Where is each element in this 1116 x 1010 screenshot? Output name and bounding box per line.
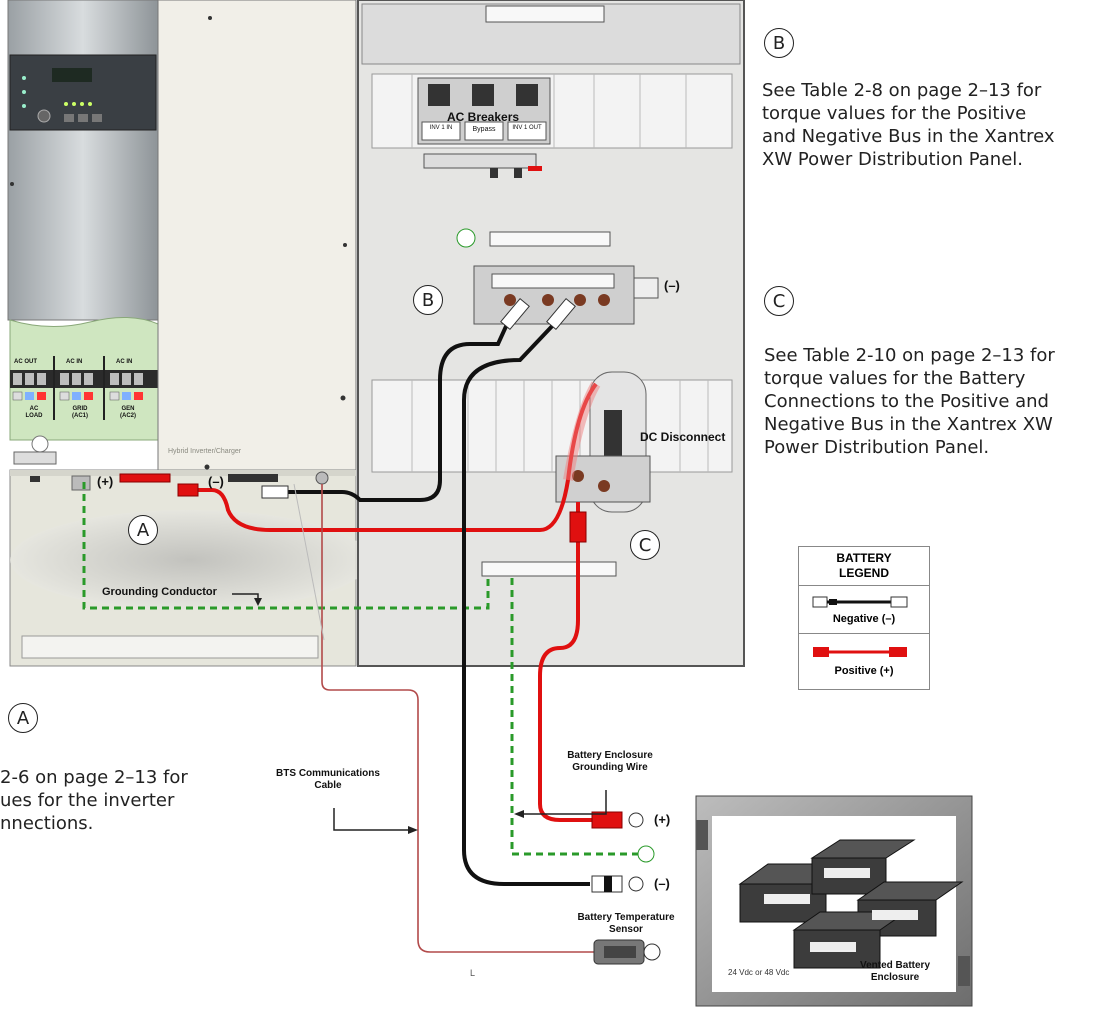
battery-positive-lug: [591, 811, 623, 829]
battery-negative-label: (–): [654, 876, 670, 891]
battery-positive-label: (+): [654, 812, 671, 827]
note-c-line: See Table 2-10 on page 2–13 for: [764, 345, 1055, 366]
note-b-line: See Table 2-8 on page 2–13 for: [762, 80, 1042, 101]
ground-bus-bar: [481, 561, 617, 577]
vented-enclosure-label-2: Enclosure: [870, 972, 920, 983]
legend-positive-swatch: [813, 647, 907, 657]
enclosure-grounding-wire: [510, 578, 640, 856]
vented-battery-enclosure: [695, 795, 973, 1007]
grounding-conductor-wire: [82, 482, 490, 610]
note-c-line: torque values for the Battery: [764, 368, 1026, 389]
bts-cable-label-1: BTS Communications: [276, 768, 380, 779]
gen-label-1: GEN: [121, 406, 135, 412]
legend-positive-label: Positive (+): [834, 665, 894, 677]
ac-breakers-label: AC Breakers: [447, 110, 520, 124]
note-b-line: XW Power Distribution Panel.: [762, 149, 1024, 170]
inverter-positive-label: (+): [97, 474, 114, 489]
inverter-positive-terminal: [119, 473, 171, 483]
inverter-negative-label: (–): [208, 474, 224, 489]
note-b: See Table 2-8 on page 2–13 for torque va…: [762, 79, 1055, 171]
hybrid-inverter-label: Hybrid Inverter/Charger: [168, 448, 242, 455]
battery-stack-icon: [738, 839, 964, 969]
hybrid-inverter: [7, 0, 159, 465]
voltage-label: 24 Vdc or 48 Vdc: [728, 968, 790, 977]
ac-in-gen-label: AC IN: [116, 359, 133, 365]
legend-negative-label: Negative (–): [832, 613, 896, 625]
grid-label-2: (AC1): [72, 413, 88, 419]
vented-enclosure-label-1: Vented Battery: [859, 960, 931, 971]
ac-out-label: AC OUT: [14, 359, 37, 365]
wires: [82, 320, 640, 953]
battery-legend: BATTERY LEGEND Negative (–) Positive (+): [798, 546, 930, 690]
dc-disconnect-label: DC Disconnect: [640, 430, 726, 444]
lugs: [177, 297, 661, 965]
breaker-inv1-out-label: INV 1 OUT: [512, 125, 542, 131]
legend-negative-swatch: [812, 596, 908, 608]
breaker-inv1-in-label: INV 1 IN: [429, 125, 453, 131]
cable-end-marker: L: [470, 968, 476, 978]
inverter-enclosure: [9, 0, 370, 667]
ac-load-label-1: AC: [29, 406, 39, 412]
note-c-line: Negative Bus in the Xantrex XW: [764, 414, 1053, 435]
note-b-line: torque values for the Positive: [762, 103, 1027, 124]
note-a-line: ues for the inverter: [0, 790, 175, 811]
grounding-conductor-label: Grounding Conductor: [102, 586, 217, 598]
callout-a-note: A: [8, 703, 38, 733]
temp-sensor-label-1: Battery Temperature: [577, 912, 675, 923]
bts-communications-cable: [321, 484, 594, 953]
negative-battery-cable: [462, 320, 590, 886]
enclosure-ground-label-1: Battery Enclosure: [567, 750, 653, 761]
gen-label-2: (AC2): [120, 413, 136, 419]
positive-battery-cable: [538, 502, 592, 822]
bus-negative-label: (–): [664, 278, 680, 293]
enclosure-ground-label-2: Grounding Wire: [572, 762, 648, 773]
negative-inverter-cable: [288, 321, 510, 502]
grid-label-1: GRID: [72, 406, 88, 412]
note-a: 2-6 on page 2–13 for ues for the inverte…: [0, 766, 188, 835]
note-c-line: Connections to the Positive and: [764, 391, 1049, 412]
note-c-line: Power Distribution Panel.: [764, 437, 990, 458]
callout-c-note: C: [764, 286, 794, 316]
note-b-line: and Negative Bus in the Xantrex: [762, 126, 1055, 147]
note-a-line: 2-6 on page 2–13 for: [0, 767, 188, 788]
top-bus-bar: [485, 5, 605, 23]
legend-title-2: LEGEND: [838, 566, 889, 580]
breaker-bypass-label: Bypass: [472, 126, 496, 133]
callout-c-diagram: C: [630, 530, 660, 560]
inverter-negative-terminal: [228, 474, 278, 482]
callout-b-note: B: [764, 28, 794, 58]
callout-a-diagram: A: [128, 515, 158, 545]
ac-in-grid-label: AC IN: [66, 359, 83, 365]
power-distribution-panel: [357, 0, 745, 667]
legend-title-1: BATTERY: [836, 551, 892, 565]
callout-b-diagram: B: [413, 285, 443, 315]
note-c: See Table 2-10 on page 2–13 for torque v…: [764, 344, 1055, 459]
ac-load-label-2: LOAD: [25, 413, 43, 419]
bts-cable-label-2: Cable: [314, 780, 342, 791]
note-a-line: nnections.: [0, 813, 94, 834]
temp-sensor-label-2: Sensor: [609, 924, 643, 935]
